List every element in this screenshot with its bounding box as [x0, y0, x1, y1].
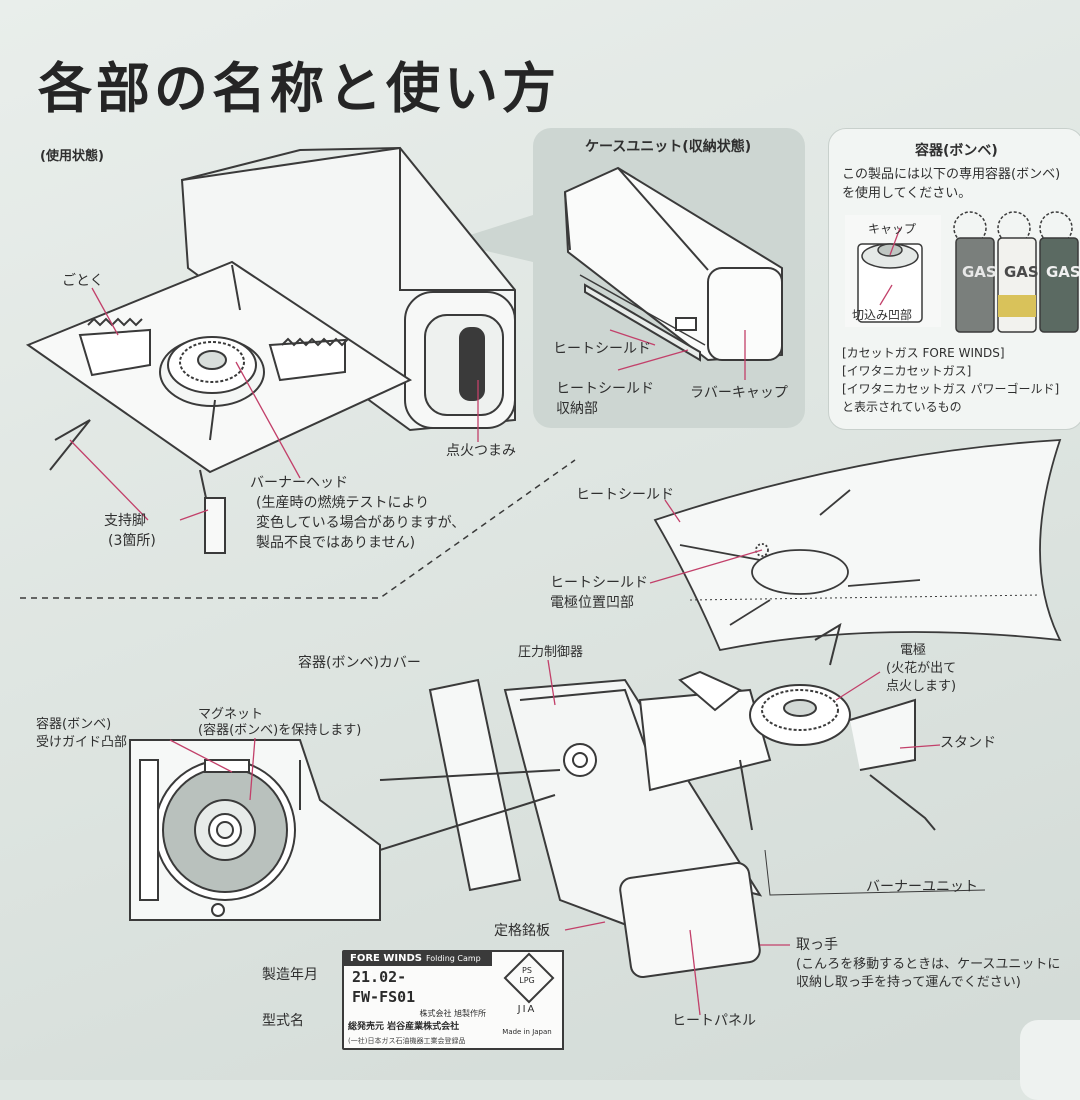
burner-unit-label: バーナーユニット [866, 879, 978, 895]
jia-mark: JIA [517, 1004, 537, 1015]
guide-label-1: 容器(ボンベ) [36, 717, 112, 732]
guide-label-2: 受けガイド凸部 [36, 735, 128, 750]
plate-association: (一社)日本ガス石油機器工業会登録品 [348, 1037, 466, 1045]
can-3-label: GAS [1046, 263, 1080, 281]
plate-model: FW-FS01 [352, 988, 416, 1006]
can-2-label: GAS [1004, 263, 1039, 281]
electrode-label-3: 点火します) [886, 679, 957, 694]
magnet-label-2: (容器(ボンベ)を保持します) [198, 723, 362, 738]
product-2: [イワタニカセットガス] [842, 364, 972, 378]
burner-note-1: (生産時の燃焼テストにより [256, 495, 430, 511]
notch-label: 切込み凹部 [852, 308, 913, 322]
product-3: [イワタニカセットガス パワーゴールド] [842, 382, 1060, 396]
rating-plate-label: 定格銘板 [494, 923, 550, 939]
handle-note-2: 収納し取っ手を持って運んでください) [796, 975, 1021, 990]
mfg-date-label: 製造年月 [262, 967, 318, 983]
burner-note-2: 変色している場合がありますが、 [256, 515, 466, 531]
container-title: 容器(ボンベ) [915, 143, 998, 159]
heat-shield-storage-label-1: ヒートシールド [556, 381, 654, 397]
case-callout-pointer [448, 215, 533, 262]
made-in-label: Made in Japan [502, 1028, 552, 1036]
can-1-label: GAS [962, 263, 997, 281]
rubber-cap-label: ラバーキャップ [690, 385, 788, 401]
burner-note-3: 製品不良ではありません) [256, 535, 416, 551]
product-4: と表示されているもの [842, 400, 962, 414]
legs-label-1: 支持脚 [104, 513, 146, 529]
case-unit-title: ケースユニット(収納状態) [585, 139, 752, 155]
plate-maker: 株式会社 旭製作所 [419, 1009, 486, 1018]
trivet-label: ごとく [62, 273, 104, 289]
electrode-notch-label-1: ヒートシールド [550, 575, 648, 591]
product-1: [カセットガス FORE WINDS] [842, 346, 1005, 360]
handle-label: 取っ手 [796, 937, 838, 953]
plate-seller: 総発売元 岩谷産業株式会社 [348, 1022, 460, 1032]
container-desc-2: を使用してください。 [842, 186, 972, 201]
burner-head-label: バーナーヘッド [250, 475, 348, 491]
stand-label: スタンド [940, 735, 996, 751]
magnet-detail-illustration [129, 739, 381, 921]
magnet-label-1: マグネット [198, 707, 264, 722]
electrode-label-1: 電極 [900, 643, 927, 658]
handle-note-1: (こんろを移動するときは、ケースユニットに [796, 957, 1061, 972]
cap-label: キャップ [868, 222, 917, 236]
heat-shield-storage-label-2: 収納部 [556, 401, 598, 417]
model-name-label: 型式名 [262, 1013, 304, 1029]
ignition-knob-label: 点火つまみ [446, 443, 516, 459]
case-heat-shield-label: ヒートシールド [553, 341, 651, 357]
case-unit-illustration [563, 166, 783, 362]
burner-unit-illustration [379, 622, 986, 979]
usage-state-label: (使用状態) [40, 149, 104, 164]
pressure-regulator-label: 圧力制御器 [518, 645, 584, 660]
heat-shield-illustration [653, 439, 1062, 652]
container-desc-1: この製品には以下の専用容器(ボンベ) [842, 167, 1061, 182]
container-cover-label: 容器(ボンベ)カバー [298, 655, 421, 671]
section-divider [20, 459, 576, 599]
electrode-label-2: (火花が出て [886, 661, 957, 676]
electrode-notch-label-2: 電極位置凹部 [550, 595, 634, 611]
container-panel [828, 128, 1080, 430]
legs-label-2: (3箇所) [108, 533, 156, 549]
heat-shield-detail-label: ヒートシールド [576, 487, 674, 503]
stove-usage-illustration [25, 146, 516, 554]
gas-cans-illustration [845, 211, 1079, 333]
page-title: 各部の名称と使い方 [38, 57, 560, 120]
leader-lines [69, 227, 941, 1016]
plate-date: 21.02- [352, 968, 407, 986]
heat-panel-label: ヒートパネル [672, 1013, 756, 1029]
